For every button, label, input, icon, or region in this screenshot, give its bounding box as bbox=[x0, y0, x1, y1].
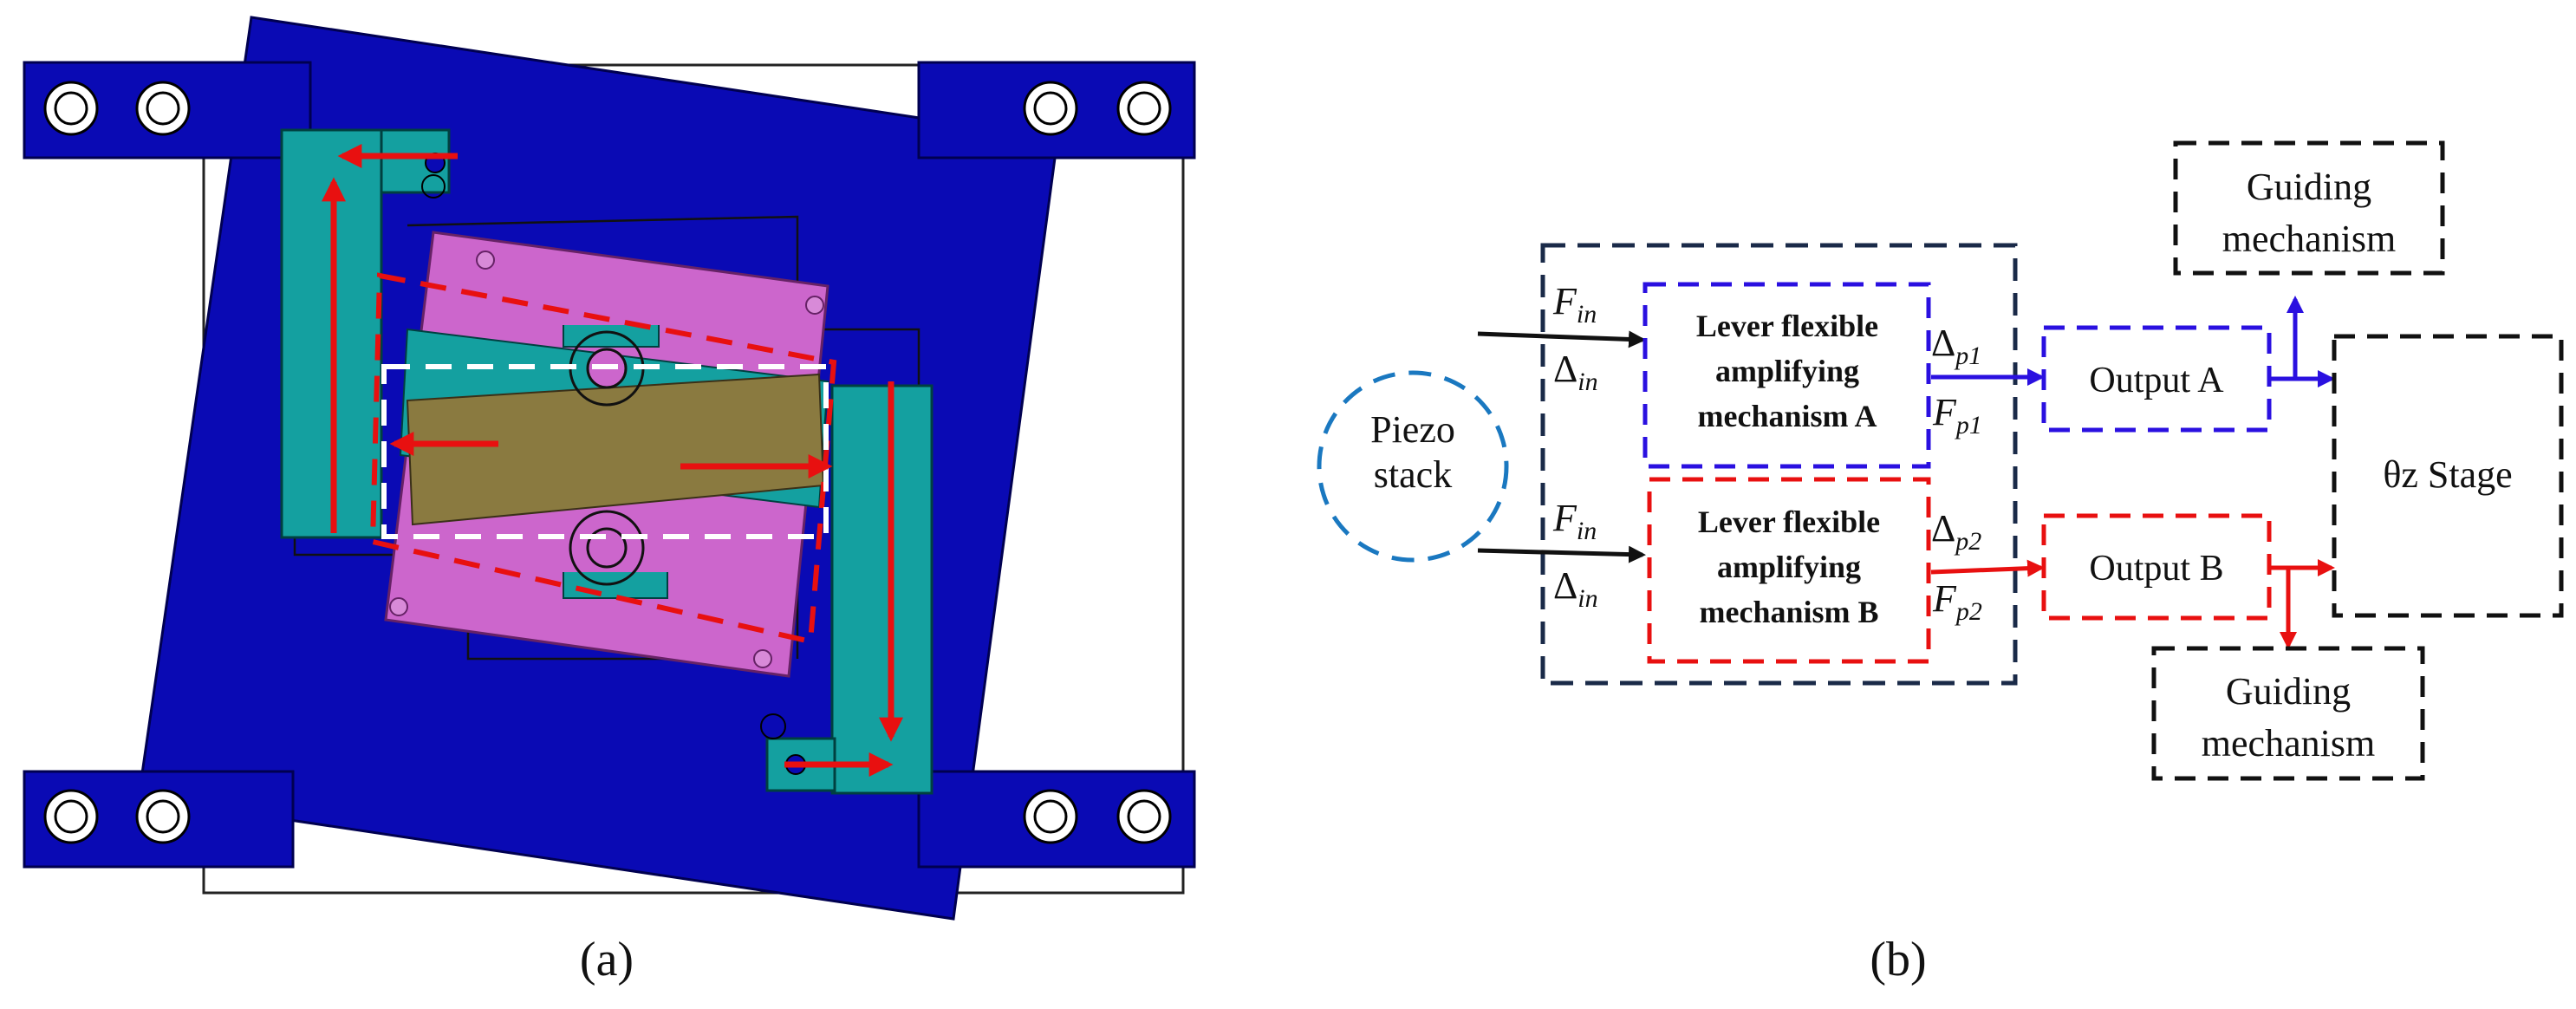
svg-text:Δin: Δin bbox=[1553, 348, 1598, 396]
svg-text:Guiding: Guiding bbox=[2247, 166, 2371, 208]
svg-text:Δp1: Δp1 bbox=[1931, 322, 1981, 370]
mount-bar-top-right bbox=[917, 61, 1196, 159]
svg-text:Lever flexible: Lever flexible bbox=[1696, 309, 1878, 343]
motion-arrows bbox=[322, 144, 903, 777]
white-dashed-outline bbox=[381, 364, 829, 539]
svg-text:amplifying: amplifying bbox=[1717, 550, 1861, 584]
svg-text:Lever flexible: Lever flexible bbox=[1698, 504, 1880, 539]
svg-text:Output B: Output B bbox=[2089, 549, 2223, 589]
svg-text:mechanism B: mechanism B bbox=[1700, 595, 1879, 629]
lever-mechanism-b-box: Lever flexible amplifying mechanism B bbox=[1647, 477, 1931, 664]
svg-text:θz Stage: θz Stage bbox=[2383, 453, 2512, 496]
mount-bar-bottom-right bbox=[917, 770, 1196, 869]
lever-mechanism-a-box: Lever flexible amplifying mechanism A bbox=[1643, 282, 1931, 469]
panel-b-label: (b) bbox=[1870, 933, 1926, 986]
svg-text:Δp2: Δp2 bbox=[1931, 507, 1981, 556]
svg-text:Fp2: Fp2 bbox=[1932, 577, 1982, 626]
mount-bar-top-left bbox=[23, 61, 312, 159]
amplifier-group-box bbox=[1540, 243, 2018, 686]
output-labels-b: Δp2 Fp2 bbox=[1931, 507, 1982, 626]
output-b-connectors bbox=[2271, 559, 2335, 649]
input-labels-bottom: Fin Δin bbox=[1552, 497, 1598, 613]
svg-text:mechanism: mechanism bbox=[2202, 722, 2375, 765]
guiding-mechanism-bottom-box: Guiding mechanism bbox=[2151, 646, 2425, 781]
output-a-connectors bbox=[2271, 296, 2335, 387]
piezo-label-line2: stack bbox=[1374, 453, 1452, 496]
red-dashed-outline bbox=[369, 272, 837, 645]
guiding-mechanism-top-box: Guiding mechanism bbox=[2173, 140, 2445, 276]
mount-bar-bottom-left bbox=[23, 770, 295, 869]
input-arrow-bottom bbox=[1477, 545, 1646, 563]
svg-text:amplifying: amplifying bbox=[1715, 354, 1859, 388]
input-arrow-top bbox=[1477, 330, 1646, 348]
input-labels-top: Fin Δin bbox=[1552, 280, 1598, 396]
svg-text:mechanism: mechanism bbox=[2222, 218, 2396, 260]
theta-z-stage-box: θz Stage bbox=[2332, 334, 2564, 618]
piezo-stack-node: Piezo stack bbox=[1317, 370, 1509, 563]
svg-text:Fin: Fin bbox=[1552, 280, 1597, 329]
lever-b-to-output-b-arrow bbox=[1930, 559, 2045, 577]
svg-text:Fp1: Fp1 bbox=[1932, 391, 1982, 439]
svg-text:mechanism A: mechanism A bbox=[1698, 399, 1877, 433]
output-b-box: Output B bbox=[2041, 513, 2272, 621]
panel-a-mechanism bbox=[23, 16, 1196, 921]
output-labels-a: Δp1 Fp1 bbox=[1931, 322, 1982, 439]
output-a-box: Output A bbox=[2041, 325, 2272, 433]
svg-text:Output A: Output A bbox=[2089, 361, 2224, 400]
svg-text:Δin: Δin bbox=[1553, 564, 1598, 613]
svg-text:Fin: Fin bbox=[1552, 497, 1597, 545]
svg-text:Guiding: Guiding bbox=[2226, 670, 2351, 713]
panel-b-block-diagram: Piezo stack Fin Δin Fin Δin Lever flexib… bbox=[1317, 140, 2564, 781]
panel-a-label: (a) bbox=[580, 933, 634, 986]
piezo-label-line1: Piezo bbox=[1370, 408, 1455, 451]
